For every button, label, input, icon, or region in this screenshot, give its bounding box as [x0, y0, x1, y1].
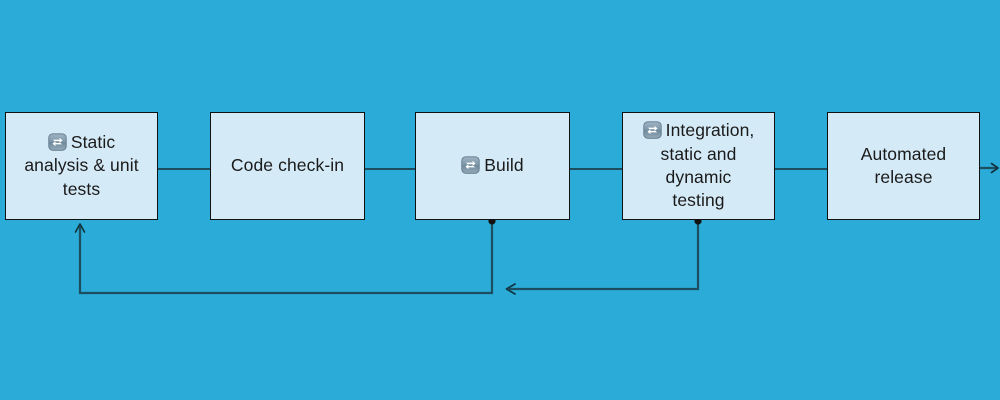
node-label-line: release — [874, 167, 933, 187]
node-static-analysis-label: Static analysis & unit tests — [16, 131, 146, 201]
node-build-label: Build — [453, 154, 531, 177]
loop-repeat-icon — [461, 156, 480, 175]
node-label-line: Integration, — [665, 120, 755, 141]
connector-integration-feedback — [505, 217, 702, 295]
node-build[interactable]: Build — [415, 112, 570, 220]
node-automated-release-label: Automated release — [853, 143, 955, 190]
node-label-line: Code check-in — [230, 155, 345, 176]
connector-build-feedback — [74, 217, 496, 295]
node-label-line: Build — [484, 155, 524, 176]
node-integration-testing-label: Integration, static and dynamic testing — [635, 119, 763, 212]
node-label-line: dynamic — [665, 167, 732, 187]
loop-repeat-icon — [642, 121, 662, 140]
node-label-line: testing — [672, 190, 725, 211]
node-code-check-in[interactable]: Code check-in — [210, 112, 365, 220]
node-label-line: static and — [660, 143, 737, 164]
node-label-line: tests — [62, 178, 101, 199]
node-label-line: Static — [70, 132, 116, 153]
node-integration-testing[interactable]: Integration, static and dynamic testing — [622, 112, 775, 220]
node-automated-release[interactable]: Automated release — [827, 112, 980, 220]
node-static-analysis[interactable]: Static analysis & unit tests — [5, 112, 158, 220]
node-label-line: Automated — [860, 143, 947, 164]
node-code-check-in-label: Code check-in — [223, 154, 352, 177]
loop-repeat-icon — [48, 133, 67, 151]
node-label-line: analysis & unit — [24, 155, 139, 176]
connector-release-output — [980, 162, 999, 174]
